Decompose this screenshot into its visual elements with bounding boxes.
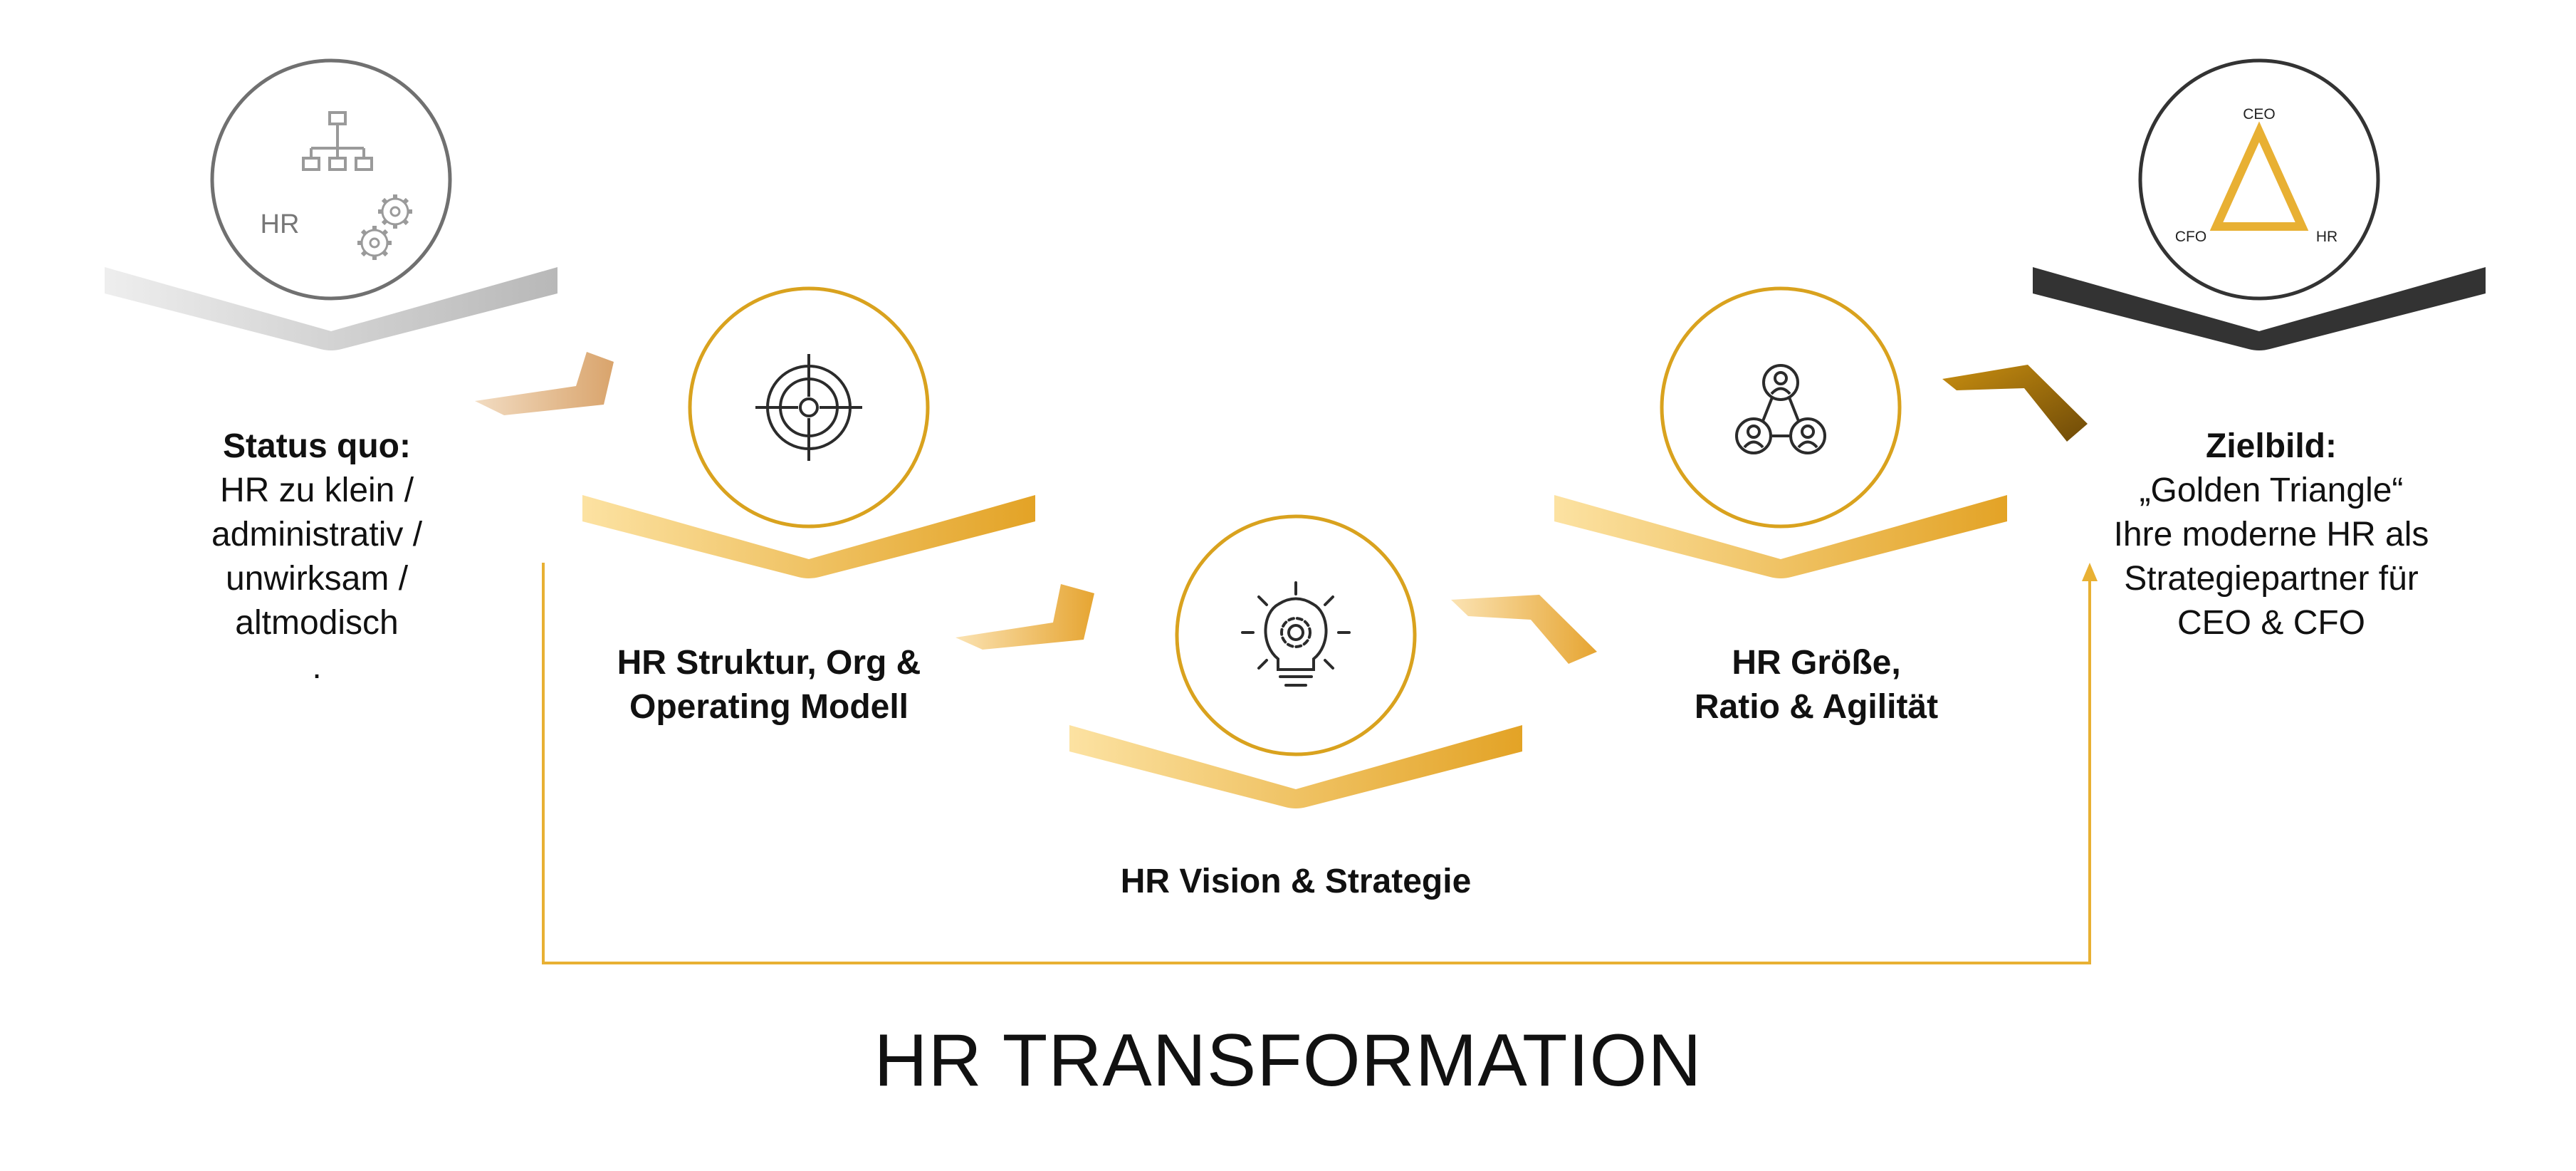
status-quo-line: administrativ / [211,516,423,553]
groesse-circle [1660,286,1902,529]
target-icon [755,354,862,461]
status-quo-line: altmodisch [235,604,399,642]
bracket-arrowhead [2082,563,2098,581]
triangle-label-ceo: CEO [2243,106,2276,123]
struktur-label: HR Struktur, Org & Operating Modell [570,641,968,729]
lightbulb-gear-icon [1241,581,1351,687]
status-quo-heading: Status quo: [223,427,411,465]
gears-icon [357,194,412,260]
org-chart-icon [302,111,373,171]
people-network-icon [1735,364,1826,454]
struktur-line: HR Struktur, Org & [617,644,921,682]
vision-circle [1175,514,1417,756]
vision-label: HR Vision & Strategie [1075,860,1517,904]
zielbild-circle: CEO CFO HR [2138,58,2380,301]
chevron-struktur [582,495,1035,578]
status-quo-line: unwirksam / [225,560,409,598]
zielbild-heading: Zielbild: [2206,427,2337,465]
status-quo-circle: HR [210,58,452,301]
zielbild-line: Strategiepartner für [2124,560,2419,598]
zielbild-line: Ihre moderne HR als [2113,516,2429,553]
chevron-zielbild [2033,267,2486,350]
hr-icon-label: HR [261,209,300,239]
groesse-label: HR Größe, Ratio & Agilität [1631,641,2001,729]
golden-triangle-icon [2209,121,2309,231]
chevron-vision [1069,725,1522,808]
status-quo-line: . [312,648,322,686]
groesse-line: HR Größe, [1732,644,1901,682]
status-quo-line: HR zu klein / [219,472,414,509]
arrow-2 [955,584,1094,650]
zielbild-label: Zielbild: „Golden Triangle“ Ihre moderne… [2086,425,2456,645]
status-quo-label: Status quo: HR zu klein / administrativ … [160,425,473,689]
page-title: HR TRANSFORMATION [874,1019,1702,1102]
groesse-line: Ratio & Agilität [1694,688,1939,726]
arrow-4 [1942,365,2088,442]
triangle-label-hr: HR [2316,229,2337,245]
zielbild-line: „Golden Triangle“ [2139,472,2404,509]
zielbild-line: CEO & CFO [2177,604,2366,642]
chevron-groesse [1554,495,2007,578]
transformation-bracket-line [542,563,2091,964]
arrow-1 [475,352,614,415]
struktur-circle [688,286,930,529]
chevron-status-quo [105,267,557,350]
arrow-3 [1451,595,1597,664]
triangle-label-cfo: CFO [2175,229,2206,245]
struktur-line: Operating Modell [629,688,909,726]
vision-line: HR Vision & Strategie [1120,863,1472,900]
